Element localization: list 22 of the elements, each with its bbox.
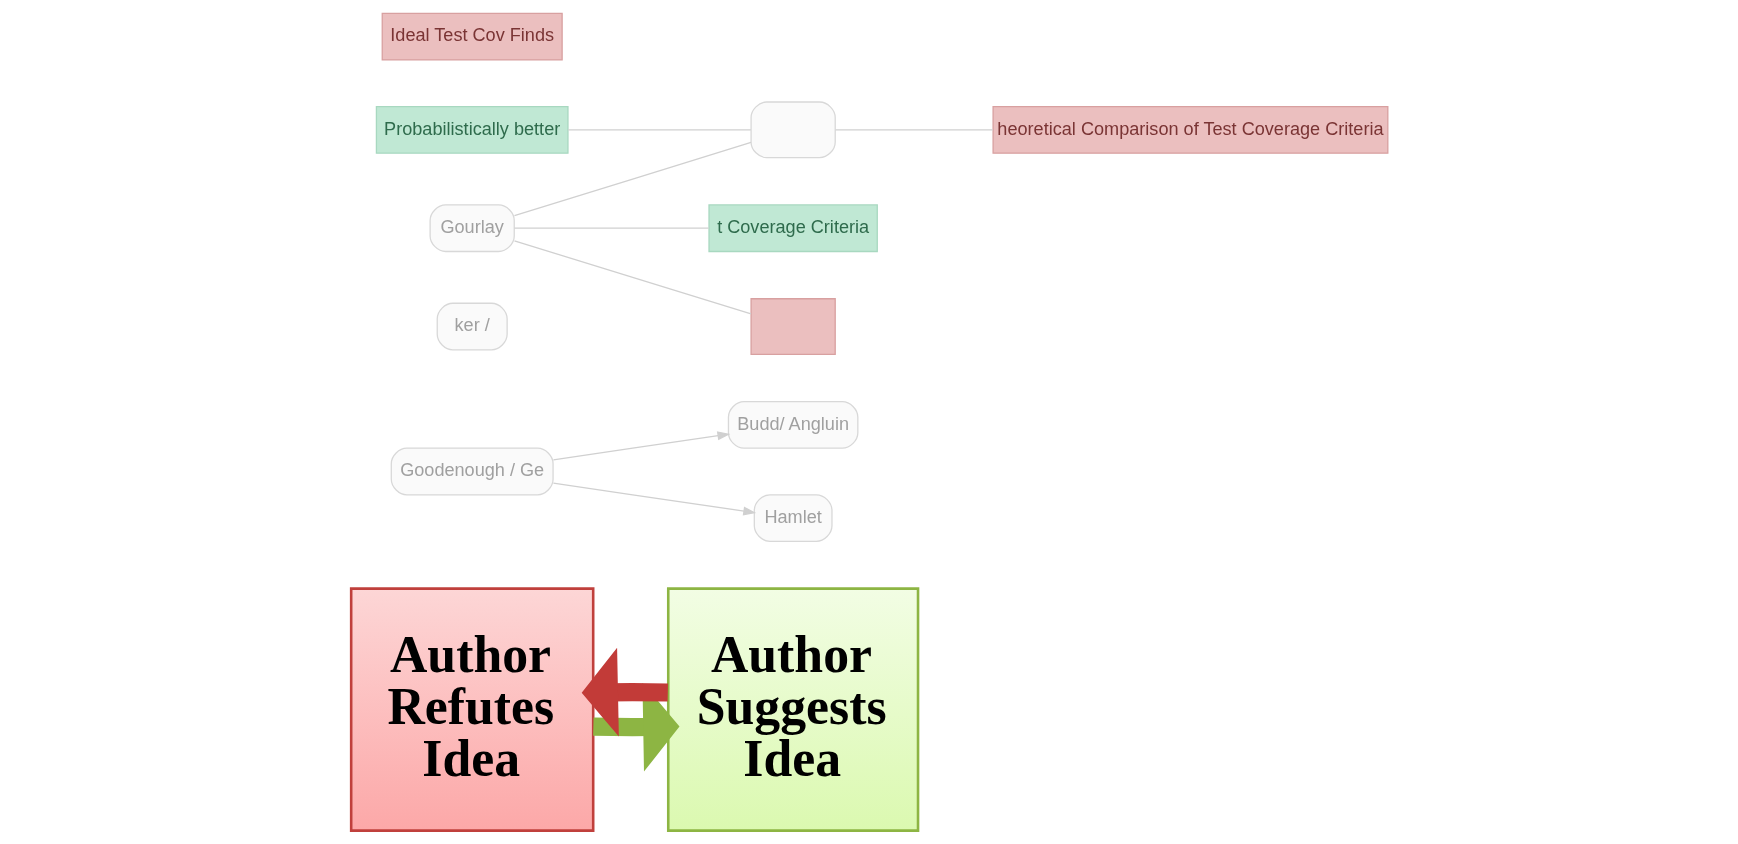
connector: [567, 129, 752, 131]
node-box: Hamlet: [753, 494, 833, 543]
node-box: Gourlay: [428, 204, 515, 253]
node-box: Goodenough / Ge: [390, 447, 554, 496]
arrow: [592, 682, 679, 772]
connector: [513, 227, 709, 229]
node-box: heoretical Comparison of Test Coverage Criteria: [991, 105, 1388, 154]
node-box: Author Suggests Idea: [666, 587, 919, 832]
connector: [513, 141, 752, 217]
node-box: [749, 101, 836, 159]
connector: [834, 129, 993, 131]
node-box: [749, 298, 836, 356]
connector: [513, 240, 752, 315]
node-box: Ideal Test Cov Finds: [381, 12, 563, 61]
node-box: Author Refutes Idea: [349, 587, 594, 832]
arrow: [581, 647, 668, 737]
arrow: [552, 482, 756, 516]
node-box: Budd/ Angluin: [727, 400, 858, 449]
node-box: ker /: [436, 302, 508, 351]
node-box: Probabilistically better: [375, 105, 569, 154]
node-box: t Coverage Criteria: [707, 204, 878, 253]
arrow: [552, 431, 730, 461]
